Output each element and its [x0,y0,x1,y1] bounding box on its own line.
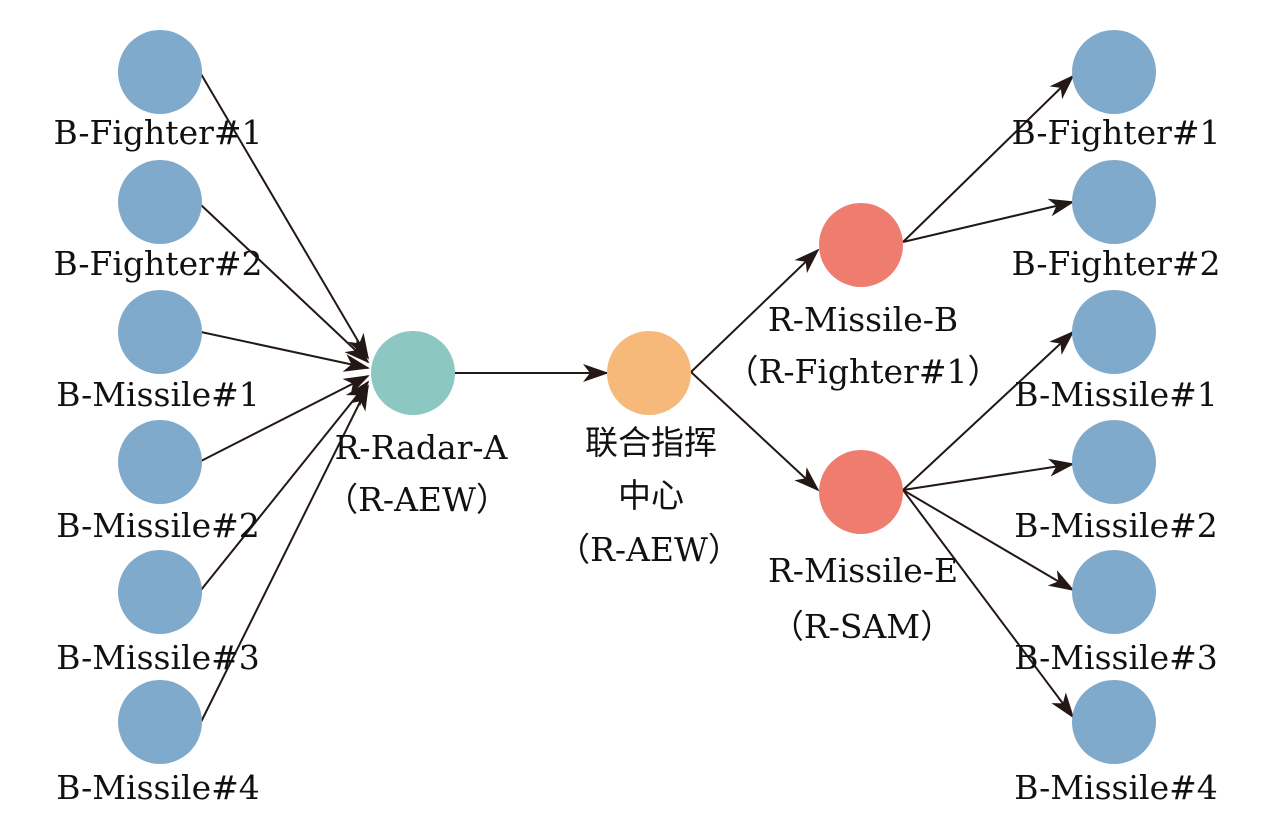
node-missile-b: R-Missile-B （R-Fighter#1） [725,203,1001,391]
node-label-line2: （R-AEW） [325,480,509,519]
edge-command-to-missile-b [690,248,820,373]
node-right-b-missile-4: B-Missile#4 [1014,680,1218,807]
node-label-line1: R-Missile-B [768,300,958,339]
node-right-b-missile-3: B-Missile#3 [1014,550,1218,677]
node-radar: R-Radar-A （R-AEW） [325,331,509,519]
edge-b-missile-2-to-radar [200,375,370,462]
node-circle [1072,420,1156,504]
node-circle [1072,30,1156,114]
node-circle [819,450,903,534]
edge-missile-e-to-b-missile-4 [902,489,1075,719]
node-label-line1: R-Missile-E [768,551,958,590]
node-label-line2: （R-Fighter#1） [725,352,1000,391]
node-circle [1072,160,1156,244]
node-label: B-Missile#1 [1014,375,1218,414]
node-left-b-fighter-2: B-Fighter#2 [53,160,263,283]
edge-missile-e-to-b-missile-3 [902,489,1075,592]
node-circle [118,420,202,504]
node-circle [1072,290,1156,374]
node-circle [1072,680,1156,764]
node-left-b-missile-3: B-Missile#3 [56,550,260,677]
edge-command-to-missile-e [690,371,820,492]
edge-b-fighter-1-to-radar [200,73,370,360]
edge-missile-e-to-b-missile-1 [902,330,1075,491]
edge-missile-b-to-b-fighter-1 [902,74,1075,243]
left-nodes: B-Fighter#1 B-Fighter#2 B-Missile#1 B-Mi… [53,30,263,807]
edge-b-fighter-2-to-radar [200,204,370,364]
node-circle [118,290,202,374]
node-label: B-Missile#2 [56,506,260,545]
node-label: B-Missile#4 [56,768,260,807]
node-circle [118,160,202,244]
node-label: B-Missile#2 [1014,506,1218,545]
node-label-line2: 中心 [618,476,684,515]
node-label: B-Missile#4 [1014,768,1218,807]
edge-b-missile-4-to-radar [200,384,369,723]
right-nodes: B-Fighter#1 B-Fighter#2 B-Missile#1 B-Mi… [1011,30,1221,807]
node-circle [371,331,455,415]
node-left-b-missile-4: B-Missile#4 [56,680,260,807]
node-circle [118,550,202,634]
node-right-b-missile-2: B-Missile#2 [1014,420,1218,545]
node-label: B-Fighter#1 [53,113,262,152]
node-right-b-fighter-2: B-Fighter#2 [1011,160,1221,283]
node-left-b-missile-1: B-Missile#1 [56,290,260,414]
node-label: B-Fighter#1 [1011,113,1220,152]
edge-missile-e-to-b-missile-2 [902,458,1075,491]
node-label-line1: 联合指挥 [585,423,717,462]
node-circle [819,203,903,287]
node-circle [118,30,202,114]
node-command-center: 联合指挥 中心 （R-AEW） [557,331,741,569]
node-label: B-Missile#1 [56,375,260,414]
node-right-b-fighter-1: B-Fighter#1 [1011,30,1221,152]
node-right-b-missile-1: B-Missile#1 [1014,290,1218,414]
node-label: B-Fighter#2 [1011,244,1220,283]
node-label: B-Missile#3 [1014,638,1218,677]
node-label: B-Fighter#2 [53,244,262,283]
node-circle [118,680,202,764]
node-label-line3: （R-AEW） [557,530,741,569]
edge-missile-b-to-b-fighter-2 [902,198,1075,243]
node-left-b-missile-2: B-Missile#2 [56,420,260,545]
edge-b-missile-3-to-radar [200,380,370,591]
node-label-line1: R-Radar-A [335,428,509,467]
edges-left-to-radar [200,73,370,723]
node-label-line2: （R-SAM） [771,607,953,646]
node-circle [1072,550,1156,634]
edge-b-missile-1-to-radar [200,331,370,372]
node-label: B-Missile#3 [56,638,260,677]
node-left-b-fighter-1: B-Fighter#1 [53,30,263,152]
node-circle [607,331,691,415]
node-missile-e: R-Missile-E （R-SAM） [768,450,958,646]
